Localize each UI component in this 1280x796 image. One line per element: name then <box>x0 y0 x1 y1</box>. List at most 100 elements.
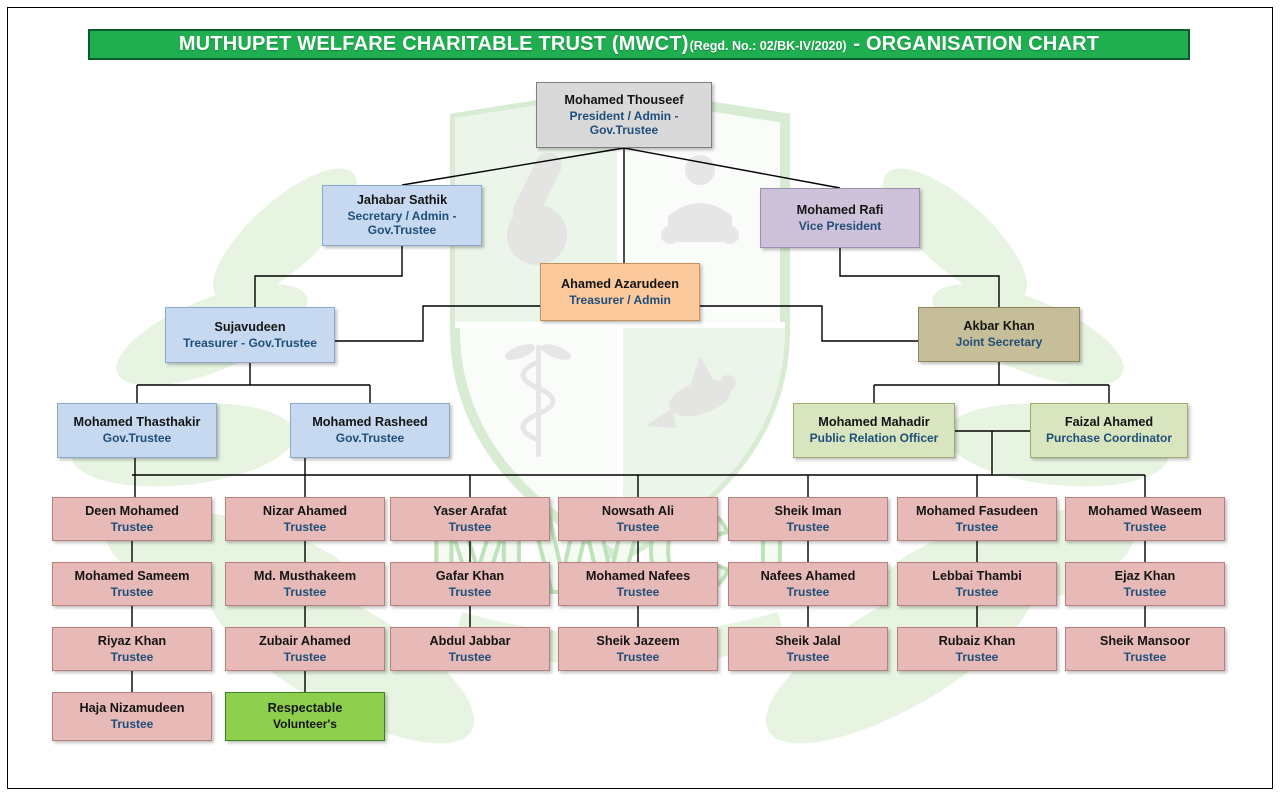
node-role: Vice President <box>798 218 882 233</box>
node-role: Trustee <box>283 649 327 664</box>
node-role: Public Relation Officer <box>809 431 939 446</box>
node-role: Trustee <box>448 584 492 599</box>
node-name: Nizar Ahamed <box>262 503 348 518</box>
shield-emblems <box>504 152 739 457</box>
node-name: Jahabar Sathik <box>356 193 448 208</box>
node-name: Ejaz Khan <box>1114 568 1176 583</box>
node-name: Yaser Arafat <box>433 503 507 518</box>
shield <box>450 86 790 564</box>
node-role: Trustee <box>110 519 154 534</box>
trust-name: MUTHUPET WELFARE CHARITABLE TRUST (MWCT) <box>178 33 689 55</box>
node-role: Gov.Trustee <box>102 431 172 446</box>
node-name: Mohamed Rafi <box>796 202 884 217</box>
node-role: Trustee <box>616 584 660 599</box>
chart-title-banner: MUTHUPET WELFARE CHARITABLE TRUST (MWCT)… <box>88 29 1190 60</box>
node-role: Trustee <box>955 584 999 599</box>
node-name: Ahamed Azarudeen <box>561 276 679 291</box>
node-name: Akbar Khan <box>963 319 1035 334</box>
node-role: Trustee <box>1123 584 1167 599</box>
node-name: Haja Nizamudeen <box>79 701 185 716</box>
node-name: Md. Musthakeem <box>253 568 357 583</box>
node-role: Trustee <box>786 649 830 664</box>
registration-number: (Regd. No.: 02/BK-IV/2020) <box>689 39 847 53</box>
node-role: Treasurer / Admin <box>569 292 671 307</box>
node-name: Mohamed Sameem <box>74 568 190 583</box>
node-name: Sheik Iman <box>774 503 842 518</box>
node-name: Riyaz Khan <box>97 633 167 648</box>
node-name: Mohamed Waseem <box>1088 503 1202 518</box>
node-name: Mohamed Thouseef <box>564 92 684 107</box>
node-role: Trustee <box>283 584 327 599</box>
node-role: President / Admin - Gov.Trustee <box>569 108 679 137</box>
node-name: Mohamed Thasthakir <box>73 415 201 430</box>
node-role: Trustee <box>1123 649 1167 664</box>
node-name: Sujavudeen <box>214 319 286 334</box>
node-role: Trustee <box>110 649 154 664</box>
node-name: Mohamed Nafees <box>585 568 691 583</box>
node-role: Trustee <box>786 519 830 534</box>
node-role: Trustee <box>110 584 154 599</box>
node-name: Sheik Mansoor <box>1099 633 1191 648</box>
node-role: Trustee <box>283 519 327 534</box>
node-role: Trustee <box>448 649 492 664</box>
node-role: Trustee <box>110 717 154 732</box>
node-role: Purchase Coordinator <box>1045 431 1173 446</box>
node-name: Sheik Jazeem <box>596 633 680 648</box>
node-name: Abdul Jabbar <box>429 633 511 648</box>
node-role: Secretary / Admin - Gov.Trustee <box>347 209 457 238</box>
node-name: Mohamed Rasheed <box>312 415 428 430</box>
node-role: Trustee <box>955 649 999 664</box>
node-name: Mohamed Mahadir <box>818 415 930 430</box>
node-role: Trustee <box>616 519 660 534</box>
node-name: Mohamed Fasudeen <box>916 503 1038 518</box>
node-role: Gov.Trustee <box>335 431 405 446</box>
node-name: Zubair Ahamed <box>259 633 351 648</box>
node-name: Nowsath Ali <box>601 503 675 518</box>
node-role: Trustee <box>786 584 830 599</box>
node-name: Gafar Khan <box>435 568 505 583</box>
node-role: Trustee <box>448 519 492 534</box>
node-role: Trustee <box>955 519 999 534</box>
node-name: Respectable <box>267 701 343 716</box>
node-name: Lebbai Thambi <box>932 568 1022 583</box>
node-role: Volunteer's <box>273 717 337 732</box>
node-role: Trustee <box>1123 519 1167 534</box>
node-role: Treasurer - Gov.Trustee <box>183 335 317 350</box>
node-name: Sheik Jalal <box>775 633 841 648</box>
